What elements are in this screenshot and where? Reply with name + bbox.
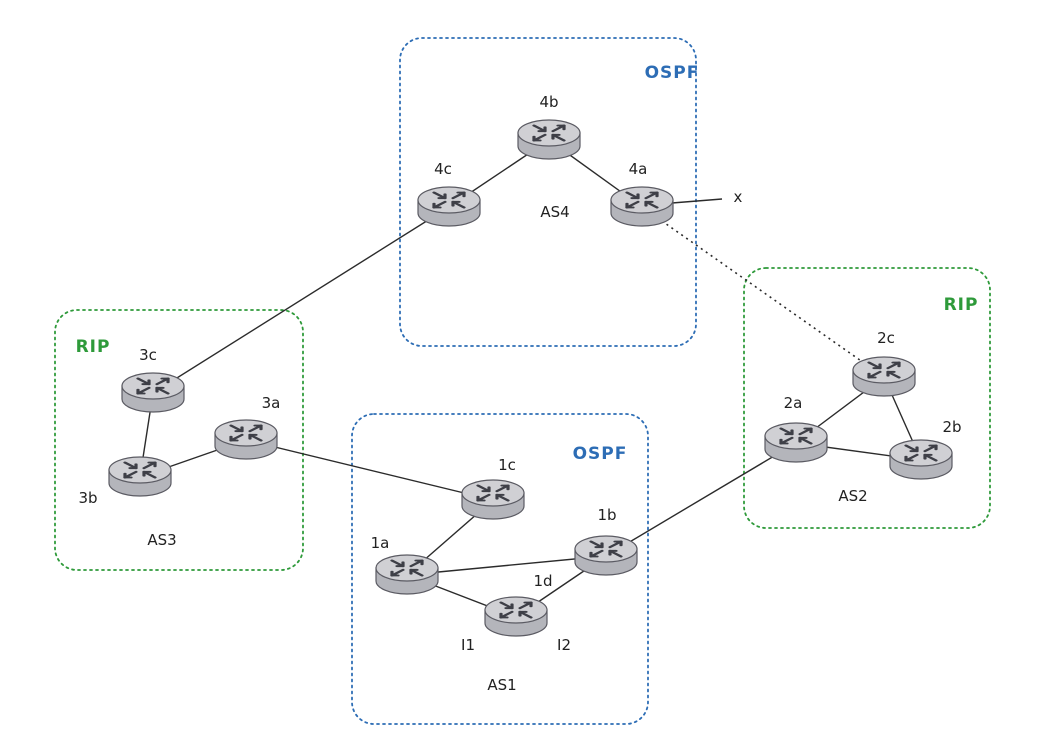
router-arrows-icon xyxy=(779,427,813,445)
protocol-label-as1: OSPF xyxy=(573,444,628,464)
protocol-label-as2: RIP xyxy=(944,295,979,315)
as-boundary-as4 xyxy=(399,37,697,347)
router-2b[interactable] xyxy=(889,439,953,480)
routers xyxy=(108,119,953,637)
router-label-1a: 1a xyxy=(371,534,390,552)
as-boundary-as2 xyxy=(743,267,991,529)
as-boundary-as1 xyxy=(351,413,649,725)
router-label-3a: 3a xyxy=(262,394,281,412)
router-top xyxy=(574,535,638,563)
router-2c[interactable] xyxy=(852,356,916,397)
router-2a[interactable] xyxy=(764,422,828,463)
router-arrows-icon xyxy=(625,191,659,209)
router-top xyxy=(610,186,674,214)
router-top xyxy=(121,372,185,400)
router-1d[interactable] xyxy=(484,596,548,637)
router-top xyxy=(108,456,172,484)
router-label-4b: 4b xyxy=(539,93,558,111)
protocol-label-as3: RIP xyxy=(76,337,111,357)
links xyxy=(139,139,922,618)
router-top xyxy=(375,554,439,582)
router-arrows-icon xyxy=(432,191,466,209)
as-boundary-as3 xyxy=(54,309,304,571)
router-label-4c: 4c xyxy=(434,160,452,178)
router-top xyxy=(461,479,525,507)
router-label-1b: 1b xyxy=(597,506,616,524)
as-label-as1: AS1 xyxy=(487,676,516,694)
router-4b[interactable] xyxy=(517,119,581,160)
link-4a-2c xyxy=(641,206,885,378)
router-arrows-icon xyxy=(499,601,533,619)
router-arrows-icon xyxy=(229,424,263,442)
router-3b[interactable] xyxy=(108,456,172,497)
as-label-as2: AS2 xyxy=(838,487,867,505)
router-label-1c: 1c xyxy=(498,456,516,474)
router-arrows-icon xyxy=(123,461,157,479)
interface-label-i2: I2 xyxy=(557,636,571,654)
router-top xyxy=(764,422,828,450)
router-1a[interactable] xyxy=(375,554,439,595)
as-label-as4: AS4 xyxy=(540,203,569,221)
router-label-3c: 3c xyxy=(139,346,157,364)
router-top xyxy=(484,596,548,624)
router-label-3b: 3b xyxy=(78,489,97,507)
router-label-2a: 2a xyxy=(784,394,803,412)
router-label-1d: 1d xyxy=(533,572,552,590)
router-label-2b: 2b xyxy=(942,418,961,436)
router-1c[interactable] xyxy=(461,479,525,520)
link-1b-2a xyxy=(605,442,797,557)
router-top xyxy=(417,186,481,214)
protocol-label-as4: OSPF xyxy=(645,63,700,83)
router-arrows-icon xyxy=(589,540,623,558)
router-arrows-icon xyxy=(867,361,901,379)
router-arrows-icon xyxy=(532,124,566,142)
router-top xyxy=(517,119,581,147)
router-arrows-icon xyxy=(390,559,424,577)
router-top xyxy=(214,419,278,447)
external-link-label: x xyxy=(734,188,743,206)
interface-label-i1: I1 xyxy=(461,636,475,654)
router-arrows-icon xyxy=(476,484,510,502)
link-1a-1b xyxy=(406,555,607,576)
link-3a-1c xyxy=(245,439,494,501)
router-label-4a: 4a xyxy=(629,160,648,178)
router-3a[interactable] xyxy=(214,419,278,460)
router-3c[interactable] xyxy=(121,372,185,413)
link-4c-3c xyxy=(152,206,450,394)
external-link xyxy=(671,198,723,204)
router-top xyxy=(889,439,953,467)
router-4c[interactable] xyxy=(417,186,481,227)
router-top xyxy=(852,356,916,384)
as-boundaries xyxy=(54,37,991,725)
router-arrows-icon xyxy=(136,377,170,395)
router-1b[interactable] xyxy=(574,535,638,576)
router-label-2c: 2c xyxy=(877,329,895,347)
as-label-as3: AS3 xyxy=(147,531,176,549)
router-arrows-icon xyxy=(904,444,938,462)
router-4a[interactable] xyxy=(610,186,674,227)
